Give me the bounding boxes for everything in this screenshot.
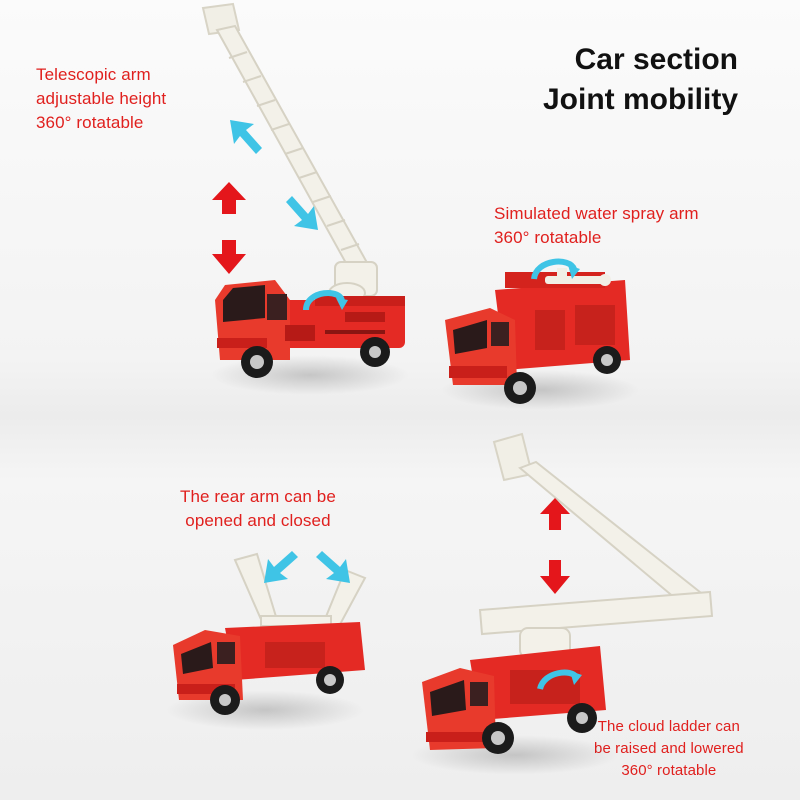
caption-water-spray-arm: Simulated water spray arm 360° rotatable — [494, 202, 699, 250]
caption-line: The rear arm can be — [180, 487, 336, 506]
fire-truck-cloud-ladder — [422, 432, 714, 754]
wheels — [482, 703, 597, 754]
caption-line: opened and closed — [185, 511, 331, 530]
fire-truck-rear-arm — [173, 552, 367, 715]
red-up-down-arrow-icon — [540, 498, 570, 594]
water-spray-nozzle — [545, 268, 611, 286]
cyan-rotate-arrow-icon — [537, 669, 582, 691]
headline-line-1: Car section — [574, 43, 738, 76]
wheels — [241, 337, 390, 378]
cyan-rotate-arrow-icon — [531, 258, 580, 280]
cyan-arrow-icon — [264, 551, 298, 583]
headline: Car section Joint mobility — [543, 40, 738, 120]
fire-truck-water-spray — [445, 268, 630, 404]
cyan-rotate-arrow-icon — [303, 289, 348, 311]
caption-line: 360° rotatable — [494, 228, 602, 247]
telescopic-ladder — [201, 2, 378, 304]
rear-arm — [233, 552, 367, 632]
caption-cloud-ladder: The cloud ladder can be raised and lower… — [594, 716, 744, 782]
cyan-arrow-icon — [316, 551, 350, 583]
caption-telescopic-arm: Telescopic arm adjustable height 360° ro… — [36, 63, 166, 135]
wheels — [504, 346, 621, 404]
cyan-arrow-icon — [230, 120, 262, 154]
red-up-down-arrow-icon — [212, 182, 246, 274]
cyan-arrow-icon — [286, 196, 318, 230]
caption-line: 360° rotatable — [621, 762, 717, 779]
truck-body — [422, 646, 606, 750]
wheels — [210, 666, 344, 715]
caption-line: be raised and lowered — [594, 740, 744, 757]
headline-line-2: Joint mobility — [543, 83, 738, 116]
caption-line: 360° rotatable — [36, 113, 144, 132]
caption-line: Telescopic arm — [36, 65, 151, 84]
truck-body — [215, 280, 405, 360]
fire-truck-telescopic-ladder — [201, 2, 405, 378]
cloud-ladder — [478, 432, 714, 659]
truck-body — [173, 622, 365, 700]
caption-rear-arm: The rear arm can be opened and closed — [180, 485, 336, 533]
caption-line: adjustable height — [36, 89, 167, 108]
caption-line: The cloud ladder can — [597, 718, 740, 735]
caption-line: Simulated water spray arm — [494, 204, 699, 223]
